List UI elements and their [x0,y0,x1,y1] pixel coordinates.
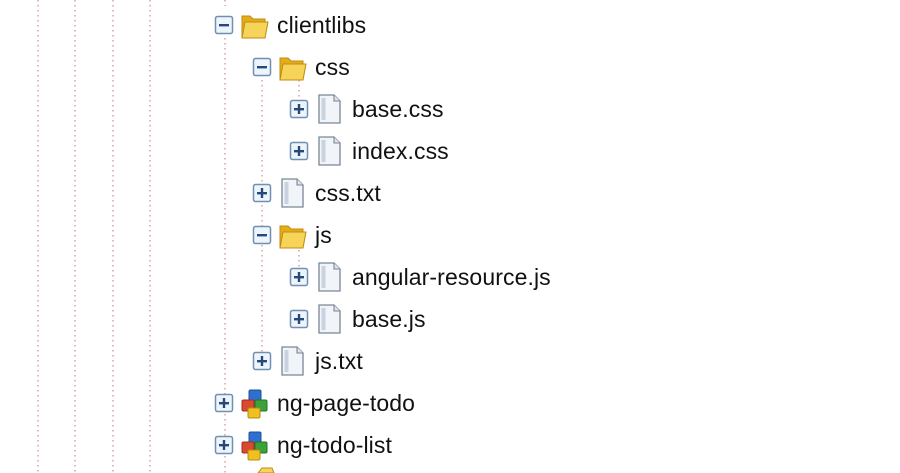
tree-node-clientlibs[interactable]: clientlibs [214,4,366,46]
plus-box-icon[interactable] [214,435,234,455]
tree-node-label: angular-resource.js [352,264,551,290]
tree-node-js[interactable]: js [252,214,332,256]
file-icon [281,346,304,376]
tree-node-label: index.css [352,138,449,164]
plus-box-icon[interactable] [252,351,272,371]
tree-node-css-txt[interactable]: css.txt [252,172,381,214]
tree-node-label: ng-todo-list [277,432,392,458]
folder-icon [241,15,269,39]
tree-node-label: css.txt [315,180,381,206]
tree-node-base-js[interactable]: base.js [289,298,426,340]
file-icon [318,136,341,166]
tree-node-css[interactable]: css [252,46,350,88]
file-icon [281,178,304,208]
partial-folder-icon [257,467,275,473]
tree-node-label: base.css [352,96,444,122]
tree-node-label: js [315,222,332,248]
tree-node-label: base.js [352,306,426,332]
tree-node-ng-todo-list[interactable]: ng-todo-list [214,424,392,466]
tree-node-ng-page-todo[interactable]: ng-page-todo [214,382,415,424]
minus-box-icon[interactable] [214,15,234,35]
plus-box-icon[interactable] [289,267,309,287]
folder-icon [279,225,307,249]
tree-node-label: ng-page-todo [277,390,416,416]
plus-box-icon[interactable] [289,141,309,161]
tree-node-label: css [315,54,350,80]
tree-node-angular-resource-js[interactable]: angular-resource.js [289,256,551,298]
file-icon [318,262,341,292]
folder-icon [279,57,307,81]
tree-node-label: clientlibs [277,12,367,38]
file-icon [318,94,341,124]
plus-box-icon[interactable] [252,183,272,203]
component-blocks-icon [241,431,268,461]
plus-box-icon[interactable] [289,309,309,329]
tree-node-label: js.txt [315,348,363,374]
file-icon [318,304,341,334]
tree-node-index-css[interactable]: index.css [289,130,449,172]
tree-node-js-txt[interactable]: js.txt [252,340,363,382]
plus-box-icon[interactable] [214,393,234,413]
minus-box-icon[interactable] [252,225,272,245]
component-blocks-icon [241,389,268,419]
minus-box-icon[interactable] [252,57,272,77]
tree-node-base-css[interactable]: base.css [289,88,444,130]
plus-box-icon[interactable] [289,99,309,119]
